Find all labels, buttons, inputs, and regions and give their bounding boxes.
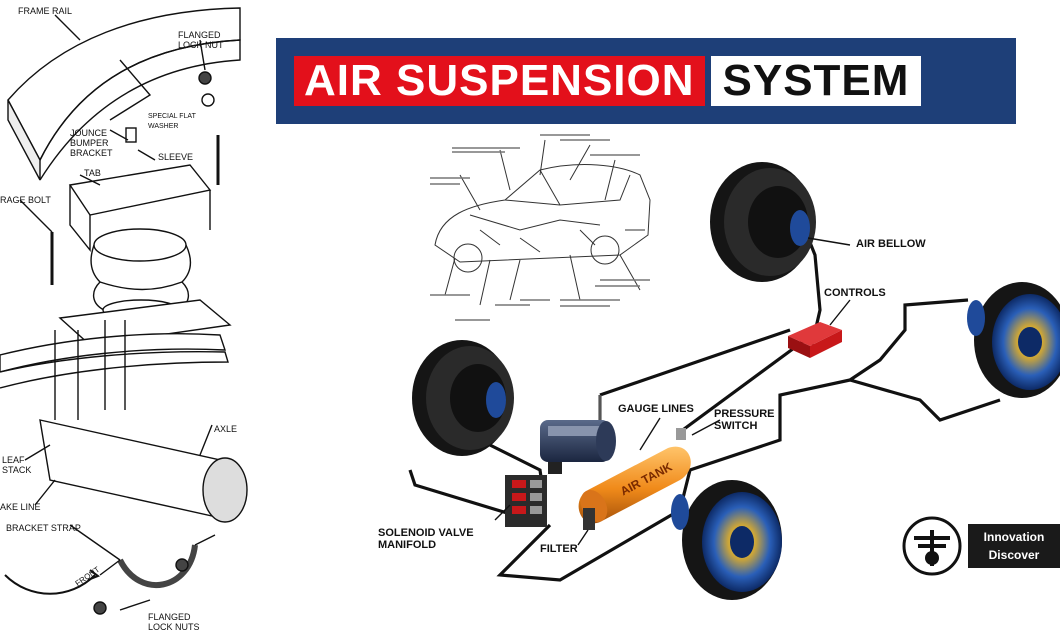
- label-axle: AXLE: [214, 424, 238, 434]
- air-bellow-icon: [671, 494, 689, 530]
- air-bellow-icon: [967, 300, 985, 336]
- solenoid-valve-manifold: [505, 475, 547, 527]
- wheel-rear-right: [710, 162, 816, 282]
- pressure-switch: [676, 428, 686, 440]
- label-controls: CONTROLS: [824, 287, 886, 299]
- wheel-front-right: [967, 282, 1060, 398]
- car-cutaway-sketch: [430, 134, 651, 321]
- label-carriage-bolt: RAGE BOLT: [0, 195, 51, 205]
- label-special-flat-washer: SPECIAL FLAT WASHER: [148, 113, 196, 130]
- label-leaf-stack: LEAF STACK: [2, 455, 32, 475]
- label-air-bellow: AIR BELLOW: [856, 238, 926, 250]
- air-bellow-icon: [486, 382, 506, 418]
- label-flanged-lock-nut: FLANGED LOCK NUT: [178, 30, 224, 50]
- label-leaders: [494, 237, 851, 546]
- title-part-red: AIR SUSPENSION: [294, 56, 705, 106]
- logo-emblem: [902, 516, 962, 576]
- air-compressor: [540, 420, 616, 474]
- label-gauge-lines: GAUGE LINES: [618, 403, 694, 415]
- label-pressure-switch: PRESSURE SWITCH: [714, 408, 775, 432]
- wheel-rear-left: [412, 340, 514, 456]
- air-filter: [583, 508, 595, 530]
- title-banner: AIR SUSPENSION SYSTEM: [276, 38, 1016, 124]
- label-filter: FILTER: [540, 543, 578, 555]
- logo-line-1: Innovation: [983, 530, 1045, 544]
- wheel-front-left: [671, 480, 782, 600]
- label-solenoid-valve-manifold: SOLENOID VALVE MANIFOLD: [378, 527, 474, 551]
- label-sleeve: SLEEVE: [158, 152, 194, 162]
- controls-unit: [788, 322, 842, 358]
- label-bracket-strap: BRACKET STRAP: [6, 523, 81, 533]
- title-part-white: SYSTEM: [710, 56, 922, 106]
- label-brake-line: AKE LINE: [0, 502, 41, 512]
- title-group: AIR SUSPENSION SYSTEM: [294, 56, 922, 106]
- label-flanged-lock-nuts: FLANGED LOCK NUTS: [148, 612, 200, 632]
- air-bellow-icon: [790, 210, 810, 246]
- label-tab: TAB: [84, 168, 101, 178]
- logo-badge: Innovation Discover: [968, 524, 1060, 568]
- leaf-spring-assembly-drawing: [0, 7, 248, 615]
- label-frame-rail: FRAME RAIL: [18, 6, 73, 16]
- logo-line-2: Discover: [988, 548, 1040, 562]
- label-jounce-bumper-bracket: JOUNCE BUMPER BRACKET: [70, 128, 113, 158]
